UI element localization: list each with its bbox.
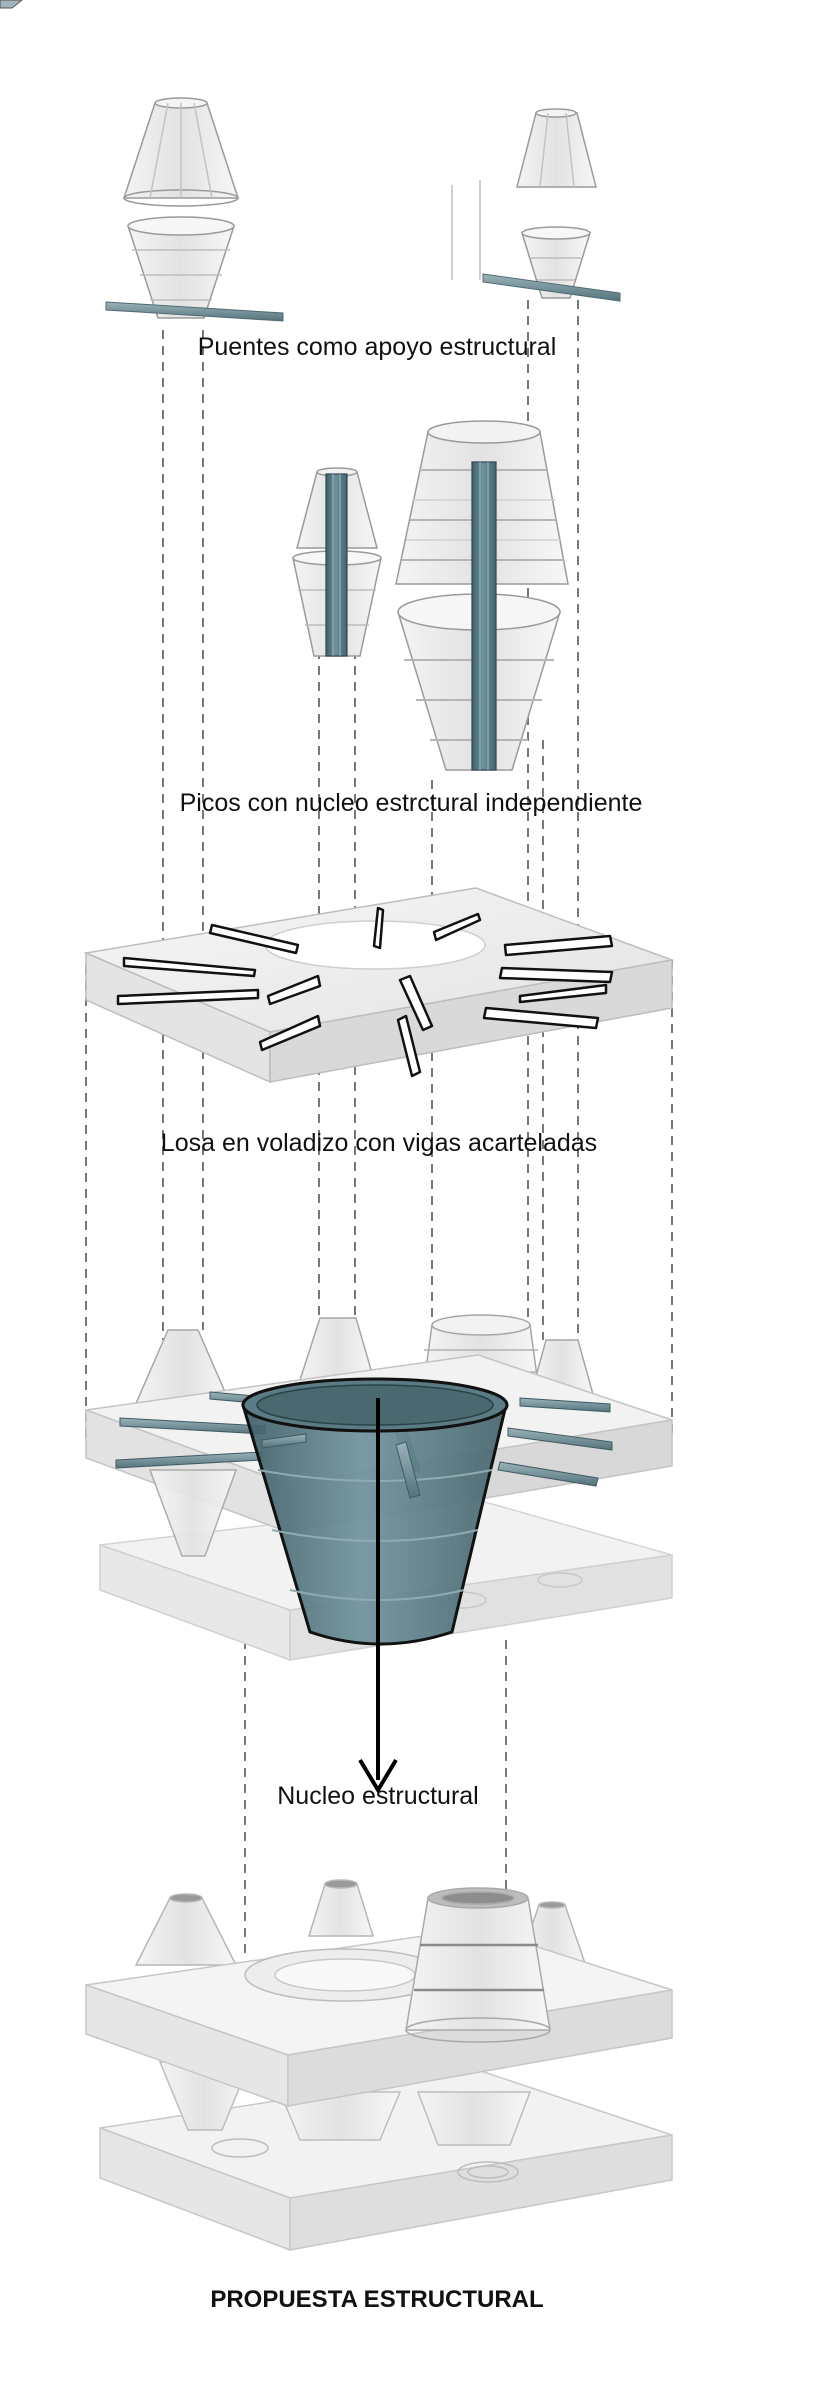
peak-small-core-column [325, 473, 348, 657]
bridge-right-top-cone [516, 108, 597, 188]
structural-core [241, 1377, 509, 1646]
bridge-left-top-cone [122, 97, 240, 207]
label-nucleo: Nucleo estructural [277, 1782, 478, 1810]
bridge-left-beam [105, 301, 284, 322]
label-propuesta: PROPUESTA ESTRUCTURAL [210, 2286, 543, 2313]
peak-large-core-column [471, 461, 497, 771]
core-vertical-arrow [358, 1398, 398, 1794]
label-puentes: Puentes como apoyo estructural [198, 333, 557, 361]
final-lower-floor-plate [99, 2069, 673, 2252]
label-picos: Picos con nucleo estrctural independient… [180, 789, 643, 817]
thin-guide-column [451, 180, 481, 280]
corner-fragment [0, 0, 23, 9]
bridge-left-bottom-cone [126, 216, 236, 319]
core-front-beams [261, 1433, 421, 1499]
haunched-beam-outlines [116, 906, 614, 1078]
final-big-cone [405, 1887, 551, 2043]
label-losa: Losa en voladizo con vigas acarteladas [161, 1129, 597, 1157]
final-top-cones [134, 1879, 590, 1973]
bridge-right-beam [482, 273, 621, 302]
final-lower-cones [158, 2061, 532, 2146]
assembled-lower-left-cone [148, 1469, 238, 1557]
